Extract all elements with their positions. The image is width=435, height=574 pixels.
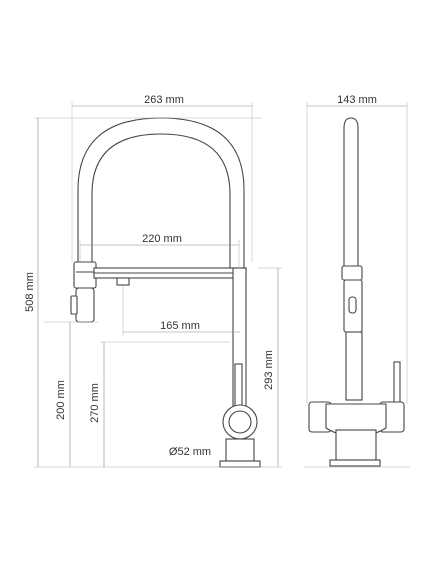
side-spout-tube [343,117,359,269]
label-165: 165 mm [160,320,200,332]
spout-hose-outer [77,117,245,268]
dimension-labels: 263 mm 143 mm 220 mm 165 mm 508 mm 200 m… [24,94,377,458]
holder-clip [116,277,130,286]
label-263: 263 mm [144,94,184,106]
label-293: 293 mm [263,350,275,390]
valve-body-inner [228,410,252,434]
label-220: 220 mm [142,233,182,245]
spray-head-collar [73,261,97,289]
lever-handle [234,363,243,409]
side-base [335,429,377,461]
side-spray-button [348,296,357,314]
side-base-plate [329,459,381,467]
valve-body-outer [222,404,258,440]
spout-hose-inner [91,133,231,268]
side-view [308,117,405,467]
label-diameter: Ø52 mm [169,446,211,458]
faucet-base [225,438,255,462]
spray-head [75,287,95,323]
label-270: 270 mm [89,383,101,423]
label-200: 200 mm [55,380,67,420]
spray-toggle-button [70,295,78,315]
label-143: 143 mm [337,94,377,106]
side-body-column [345,331,363,401]
side-lever-right [393,361,401,409]
side-spray-collar [341,265,363,281]
dimension-lines [34,102,410,468]
base-plate [219,460,261,468]
front-view [70,117,261,468]
label-508: 508 mm [24,272,36,312]
